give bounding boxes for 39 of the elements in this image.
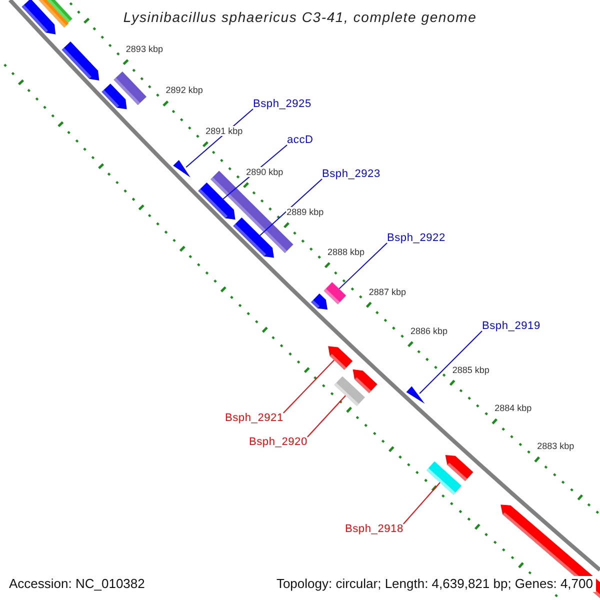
tick-label: 2890 kbp (245, 166, 284, 177)
gene-segment (198, 182, 236, 220)
gene-wedge (173, 160, 190, 178)
tick-label: 2883 kbp (536, 441, 576, 452)
gene-segment (445, 455, 474, 481)
gene-label: Bsph_2925 (253, 98, 312, 110)
gene-segment (328, 346, 353, 370)
gene-label: Bsph_2919 (482, 320, 540, 332)
tick-label: 2885 kbp (451, 364, 490, 375)
gene-segment (102, 84, 127, 110)
chart-title: Lysinibacillus sphaericus C3-41, complete genome (123, 9, 477, 25)
gene-label: Bsph_2922 (387, 232, 446, 244)
tick-label: 2888 kbp (326, 246, 366, 257)
gene-segment (233, 218, 274, 258)
leader-line (306, 395, 346, 438)
gene-wedge (406, 386, 425, 404)
tick-label: 2884 kbp (494, 403, 533, 414)
gene-segment (352, 369, 378, 393)
tick-label: 2889 kbp (286, 207, 325, 218)
leader-line (402, 482, 440, 524)
leader-line (419, 330, 482, 394)
tick-label: 2887 kbp (368, 286, 407, 297)
gene-label: accD (287, 134, 314, 146)
tick-label: 2892 kbp (164, 85, 204, 96)
gene-label: Bsph_2921 (225, 412, 284, 424)
tick-label: 2891 kbp (204, 126, 244, 136)
gene-block (334, 376, 365, 406)
gene-label: Bsph_2918 (345, 523, 404, 535)
leader-line (338, 242, 388, 290)
gene-block (324, 282, 346, 304)
leader-line (259, 178, 322, 236)
gene-block (44, 0, 72, 23)
gene-segment (311, 294, 328, 310)
gene-label: Bsph_2923 (322, 168, 380, 180)
gene-segment (62, 42, 100, 80)
tick-label: 2893 kbp (124, 44, 164, 54)
tick-label: 2886 kbp (410, 326, 449, 336)
leader-line (282, 360, 335, 414)
gene-label: Bsph_2920 (249, 436, 308, 448)
